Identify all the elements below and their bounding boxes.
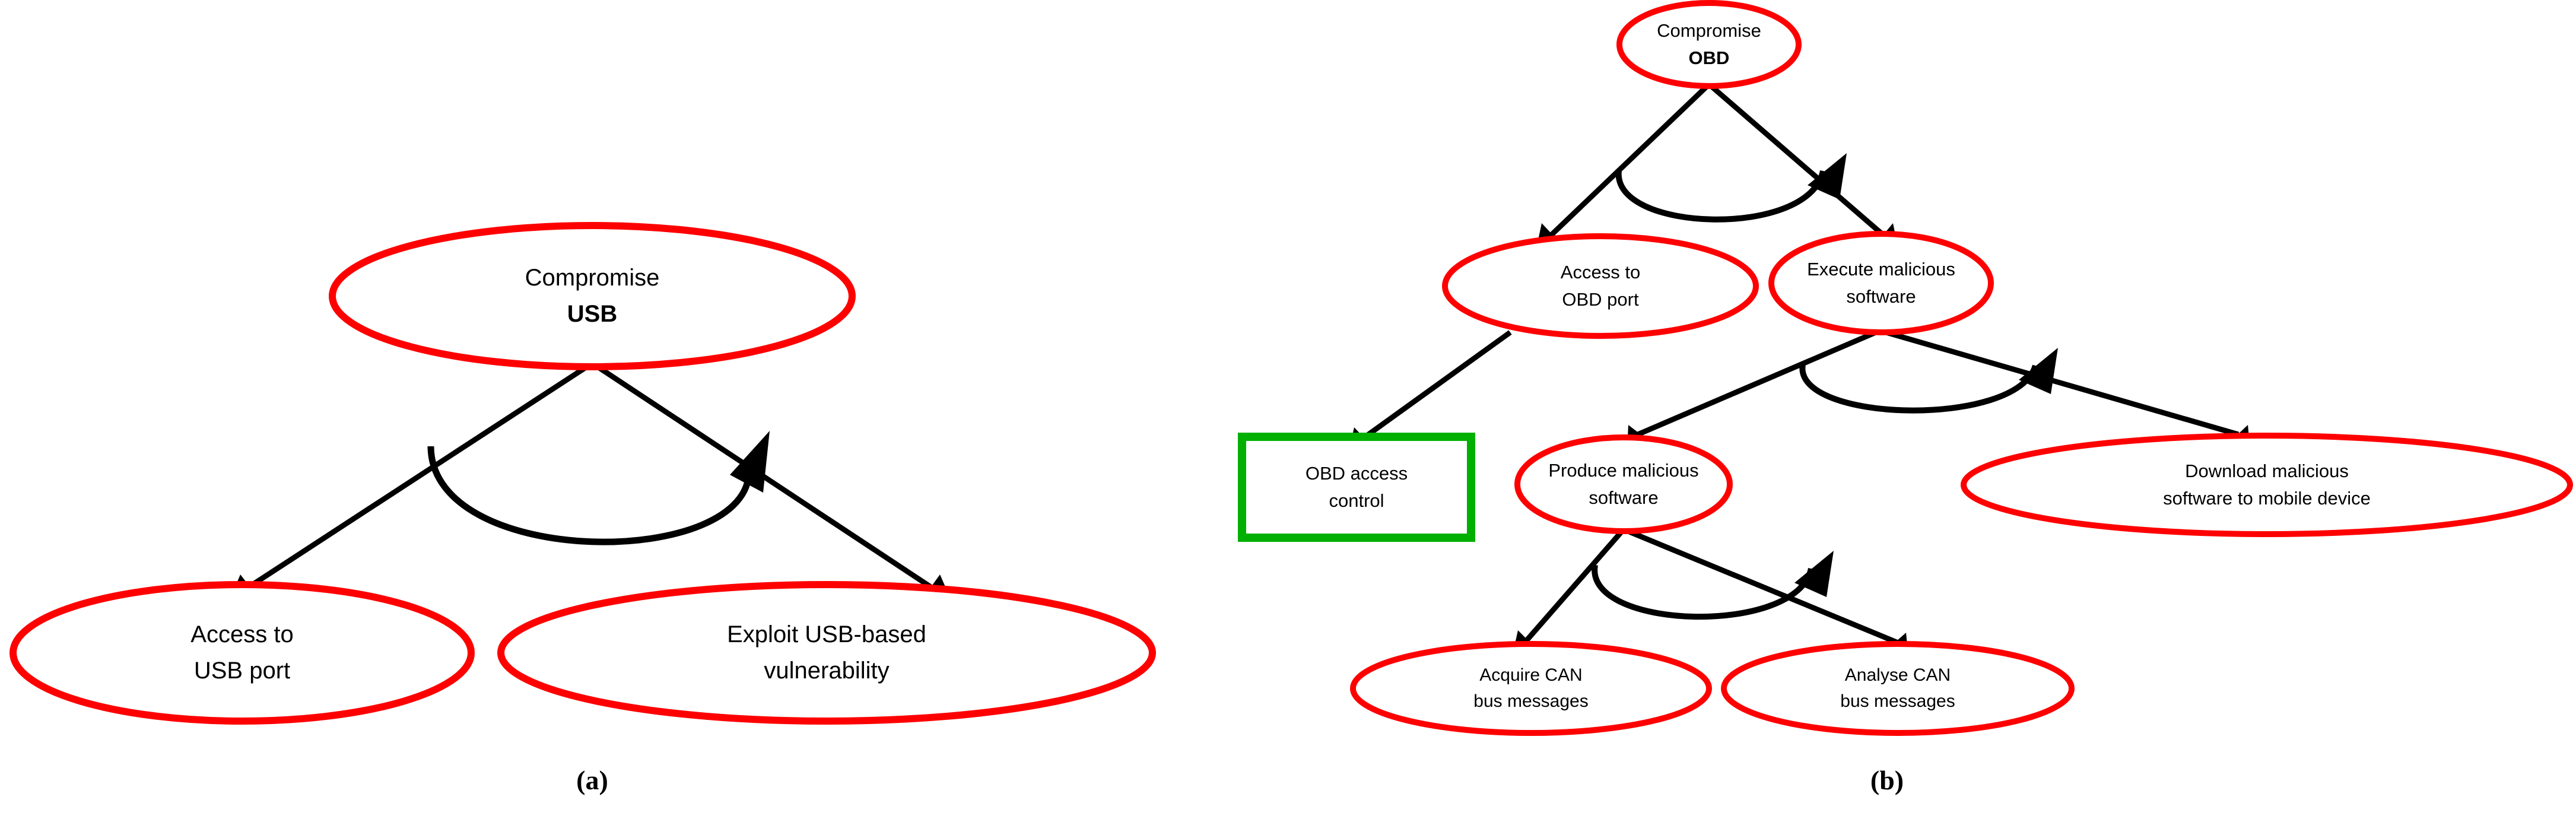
node-analyse-can-bus-messages[interactable] (1721, 641, 2075, 736)
panel-a-caption: (a) (576, 765, 608, 795)
node-obd-access-control-countermeasure[interactable] (1238, 433, 1475, 542)
and-gate-arrowhead-produce (1794, 551, 1834, 597)
panel-b-caption: (b) (1870, 765, 1904, 795)
and-gate-arc-obd-root (1615, 170, 1826, 223)
edge-access-to-countermeasure (1360, 330, 1512, 442)
and-gate-arc-usb (427, 446, 752, 545)
node-exploit-usb-vulnerability[interactable] (497, 581, 1156, 725)
panel-a-and-gate (427, 431, 770, 545)
edge-produce-to-acquire (1523, 528, 1626, 644)
panel-b-and-gate-level1 (1799, 348, 2058, 414)
edge-execute-to-produce (1637, 328, 1881, 437)
edge-usb-root-to-access (246, 361, 594, 590)
and-gate-arrowhead-execute (2019, 348, 2058, 394)
edge-execute-to-download (1879, 328, 2240, 437)
panel-b-edges-level1 (1627, 328, 2250, 450)
node-download-malicious-software-mobile[interactable] (1961, 433, 2573, 537)
node-access-usb-port[interactable] (9, 581, 475, 725)
node-access-obd-port[interactable] (1442, 233, 1759, 339)
panel-b-and-gate-level2 (1592, 551, 1834, 620)
node-compromise-obd[interactable] (1616, 0, 1802, 89)
and-gate-arrowhead-obd-root (1808, 153, 1847, 199)
node-produce-malicious-software[interactable] (1514, 434, 1733, 534)
node-execute-malicious-software[interactable] (1768, 231, 1994, 335)
edge-produce-to-analyse (1622, 526, 1898, 645)
node-compromise-usb[interactable] (329, 222, 856, 370)
and-gate-arc-produce (1592, 564, 1814, 620)
panel-b-and-gate-level0 (1615, 153, 1847, 223)
panel-a-edges (231, 361, 948, 596)
and-gate-arc-execute (1799, 364, 2038, 414)
panel-b-edges-level2 (1513, 526, 1908, 656)
node-acquire-can-bus-messages[interactable] (1350, 641, 1712, 736)
edge-obd-root-to-execute (1707, 82, 1886, 239)
panel-b-edges-countermeasure (1349, 330, 1512, 449)
and-gate-arrowhead-usb (730, 431, 770, 493)
edge-obd-root-to-access (1548, 82, 1711, 239)
